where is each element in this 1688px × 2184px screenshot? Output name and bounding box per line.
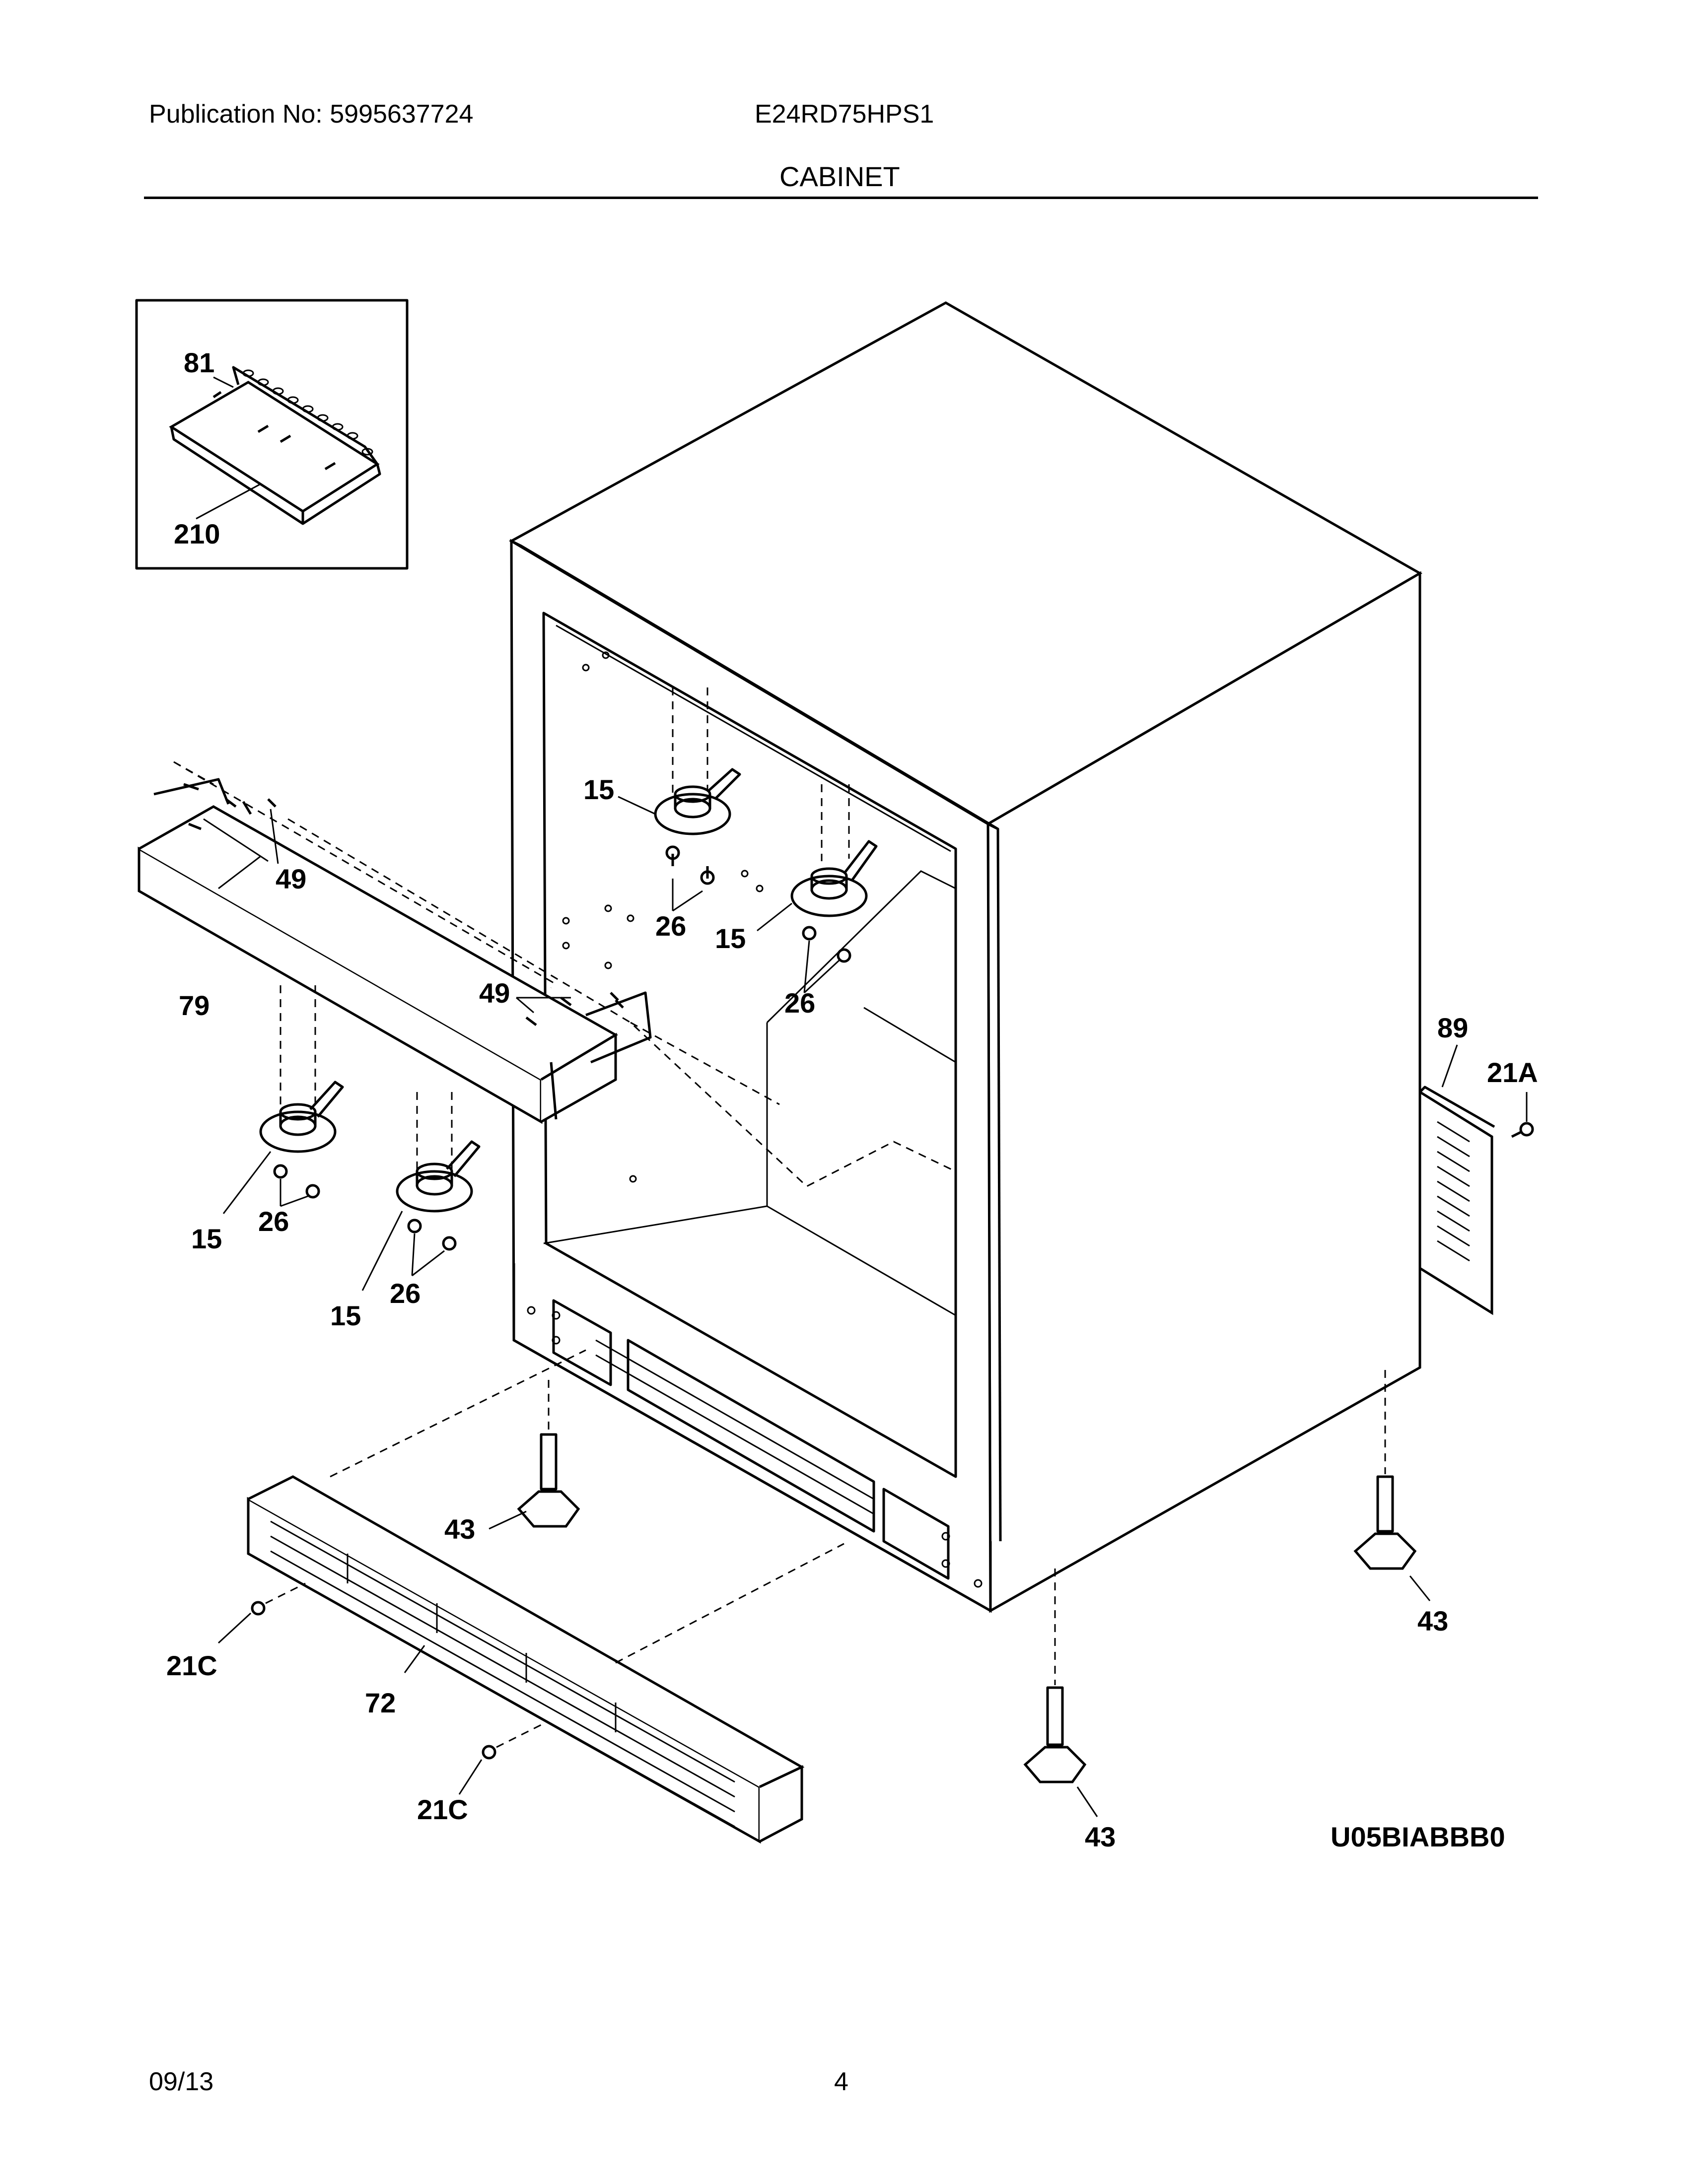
section-title: CABINET bbox=[779, 161, 900, 192]
callout-81: 81 bbox=[184, 347, 214, 378]
callout-79: 79 bbox=[179, 990, 210, 1021]
cabinet-body bbox=[508, 301, 1423, 1613]
kickplate-part: 21C 72 21C bbox=[166, 1349, 844, 1844]
callout-15-d: 15 bbox=[330, 1300, 361, 1331]
callout-89: 89 bbox=[1437, 1012, 1468, 1043]
leveling-leg-front-left: 43 bbox=[444, 1380, 580, 1545]
callout-21c-b: 21C bbox=[417, 1794, 468, 1825]
callout-26-a: 26 bbox=[655, 910, 686, 942]
callout-21a: 21A bbox=[1487, 1057, 1538, 1088]
hinge-assembly-left: 15 26 bbox=[191, 985, 344, 1254]
callout-15-b: 15 bbox=[715, 923, 746, 954]
inset-frame bbox=[135, 299, 409, 570]
hinge-assembly-upper: 15 26 bbox=[583, 687, 741, 942]
diagram-code: U05BIABBB0 bbox=[1331, 1821, 1505, 1852]
front-trim-part: 49 49 79 bbox=[138, 761, 956, 1187]
callout-15-a: 15 bbox=[583, 774, 614, 805]
callout-26-c: 26 bbox=[258, 1206, 289, 1237]
header-rule bbox=[144, 197, 1538, 199]
callout-72: 72 bbox=[365, 1687, 396, 1718]
leveling-leg-front-right: 43 bbox=[1023, 1569, 1116, 1852]
rear-panel-part: 89 21A bbox=[1418, 1012, 1538, 1315]
callout-210: 210 bbox=[174, 518, 220, 549]
footer-date: 09/13 bbox=[149, 2067, 214, 2096]
inset-detail: 81 210 bbox=[135, 299, 409, 570]
callout-49-a: 49 bbox=[276, 863, 306, 894]
model-number: E24RD75HPS1 bbox=[755, 100, 934, 129]
callout-21c-a: 21C bbox=[166, 1650, 217, 1681]
bracket-part bbox=[169, 366, 381, 525]
footer-page-number: 4 bbox=[834, 2067, 848, 2096]
leveling-leg-right: 43 bbox=[1353, 1370, 1448, 1637]
callout-26-d: 26 bbox=[390, 1278, 421, 1309]
callout-43-c: 43 bbox=[1085, 1821, 1116, 1852]
callout-49-b: 49 bbox=[479, 977, 510, 1009]
hinge-assembly-right: 15 26 bbox=[715, 784, 878, 1019]
callout-26-b: 26 bbox=[784, 987, 815, 1019]
publication-number: Publication No: 5995637724 bbox=[149, 100, 474, 129]
callout-43-b: 43 bbox=[1417, 1605, 1448, 1637]
hinge-assembly-lower: 15 26 bbox=[330, 1092, 481, 1331]
callout-43-a: 43 bbox=[444, 1513, 475, 1545]
callout-15-c: 15 bbox=[191, 1223, 222, 1254]
